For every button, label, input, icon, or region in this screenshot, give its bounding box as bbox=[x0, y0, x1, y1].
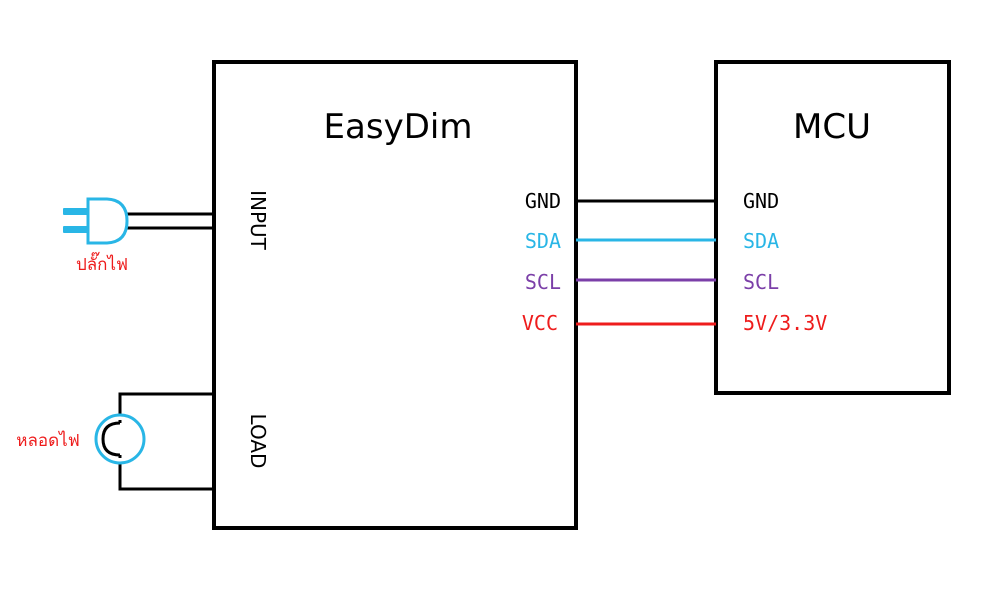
mcu-title: MCU bbox=[793, 107, 871, 147]
easydim-pin-gnd: GND bbox=[525, 189, 561, 213]
mcu-pin-vcc: 5V/3.3V bbox=[743, 311, 827, 335]
mcu-pin-scl: SCL bbox=[743, 270, 779, 294]
plug-label: ปลั๊กไฟ bbox=[76, 251, 128, 275]
plug-icon bbox=[63, 197, 129, 245]
load-port-label: LOAD bbox=[246, 414, 270, 469]
bulb-label: หลอดไฟ bbox=[16, 430, 79, 451]
input-port-label: INPUT bbox=[246, 190, 270, 251]
mcu-pin-gnd: GND bbox=[743, 189, 779, 213]
load-wire bbox=[118, 392, 214, 491]
mcu-box bbox=[714, 60, 951, 395]
easydim-pin-vcc: VCC bbox=[522, 311, 558, 335]
mcu-pin-sda: SDA bbox=[743, 229, 779, 253]
easydim-pin-scl: SCL bbox=[525, 270, 561, 294]
easydim-box bbox=[212, 60, 578, 530]
easydim-title: EasyDim bbox=[324, 107, 473, 147]
bulb-icon bbox=[94, 413, 146, 465]
easydim-pin-sda: SDA bbox=[525, 229, 561, 253]
